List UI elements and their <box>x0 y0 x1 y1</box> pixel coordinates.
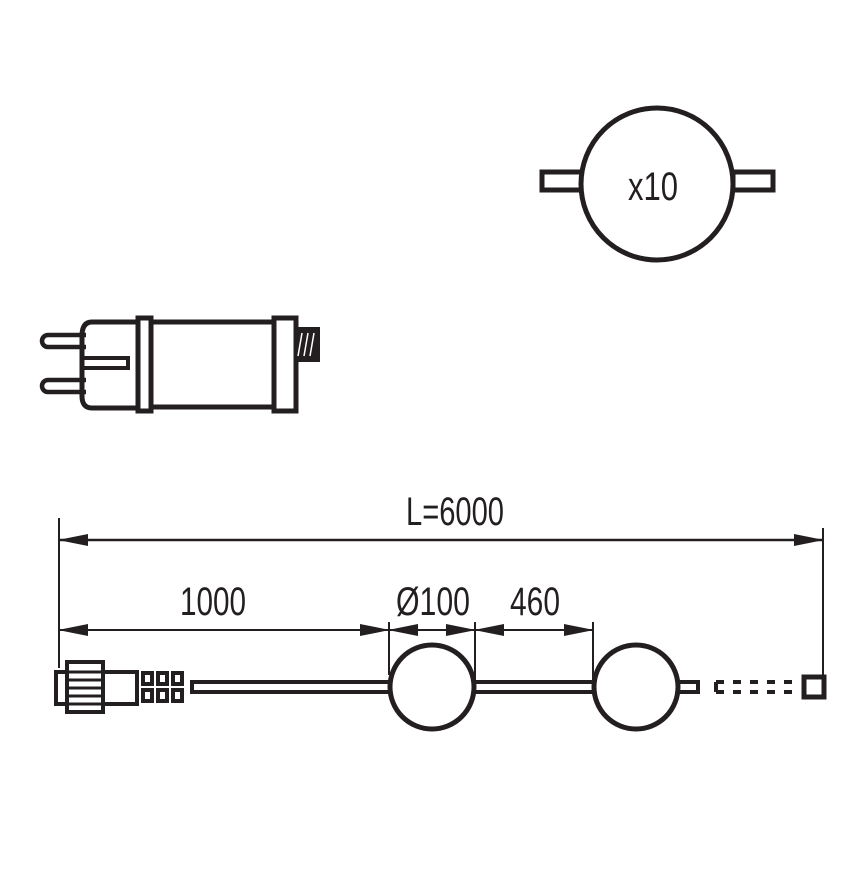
power-adapter-plug <box>39 315 320 414</box>
dimension-bulb-spacing: 460 <box>474 580 594 680</box>
bulb-tab-left <box>539 169 585 193</box>
bulb-spacing-label: 460 <box>510 580 560 624</box>
bulb-tab-right <box>730 169 776 193</box>
plug-body-main <box>151 319 274 410</box>
bulb-1 <box>387 642 477 732</box>
connector-grip-lines-icon <box>67 670 103 706</box>
plug-prong-top <box>39 332 86 350</box>
connector-sleeve <box>101 670 139 706</box>
dimension-lead-cable: 1000 <box>58 580 390 636</box>
light-string-assembly <box>54 642 827 732</box>
plug-prong-bottom <box>39 377 86 395</box>
thread-lines-icon <box>297 332 315 357</box>
plug-collar-2 <box>271 315 299 414</box>
dashed-continuation <box>714 680 800 694</box>
end-cap <box>801 674 827 700</box>
lead-cable-label: 1000 <box>180 580 246 624</box>
plug-ground-strip <box>84 356 130 370</box>
contact-block <box>141 671 184 703</box>
bulb-quantity-label: x10 <box>628 165 678 209</box>
bulb-diameter-label: Ø100 <box>396 580 470 624</box>
bulb-symbol: x10 <box>539 105 776 263</box>
cable-segment <box>470 680 598 694</box>
cable-lead <box>190 680 394 694</box>
bulb-2 <box>591 642 681 732</box>
bulb-circle <box>578 105 736 263</box>
connector <box>54 660 184 714</box>
plug-collar-1 <box>135 315 154 414</box>
total-length-label: L=6000 <box>406 490 504 534</box>
plug-body-front <box>79 319 138 411</box>
dimension-total-length: L=6000 <box>58 490 824 680</box>
